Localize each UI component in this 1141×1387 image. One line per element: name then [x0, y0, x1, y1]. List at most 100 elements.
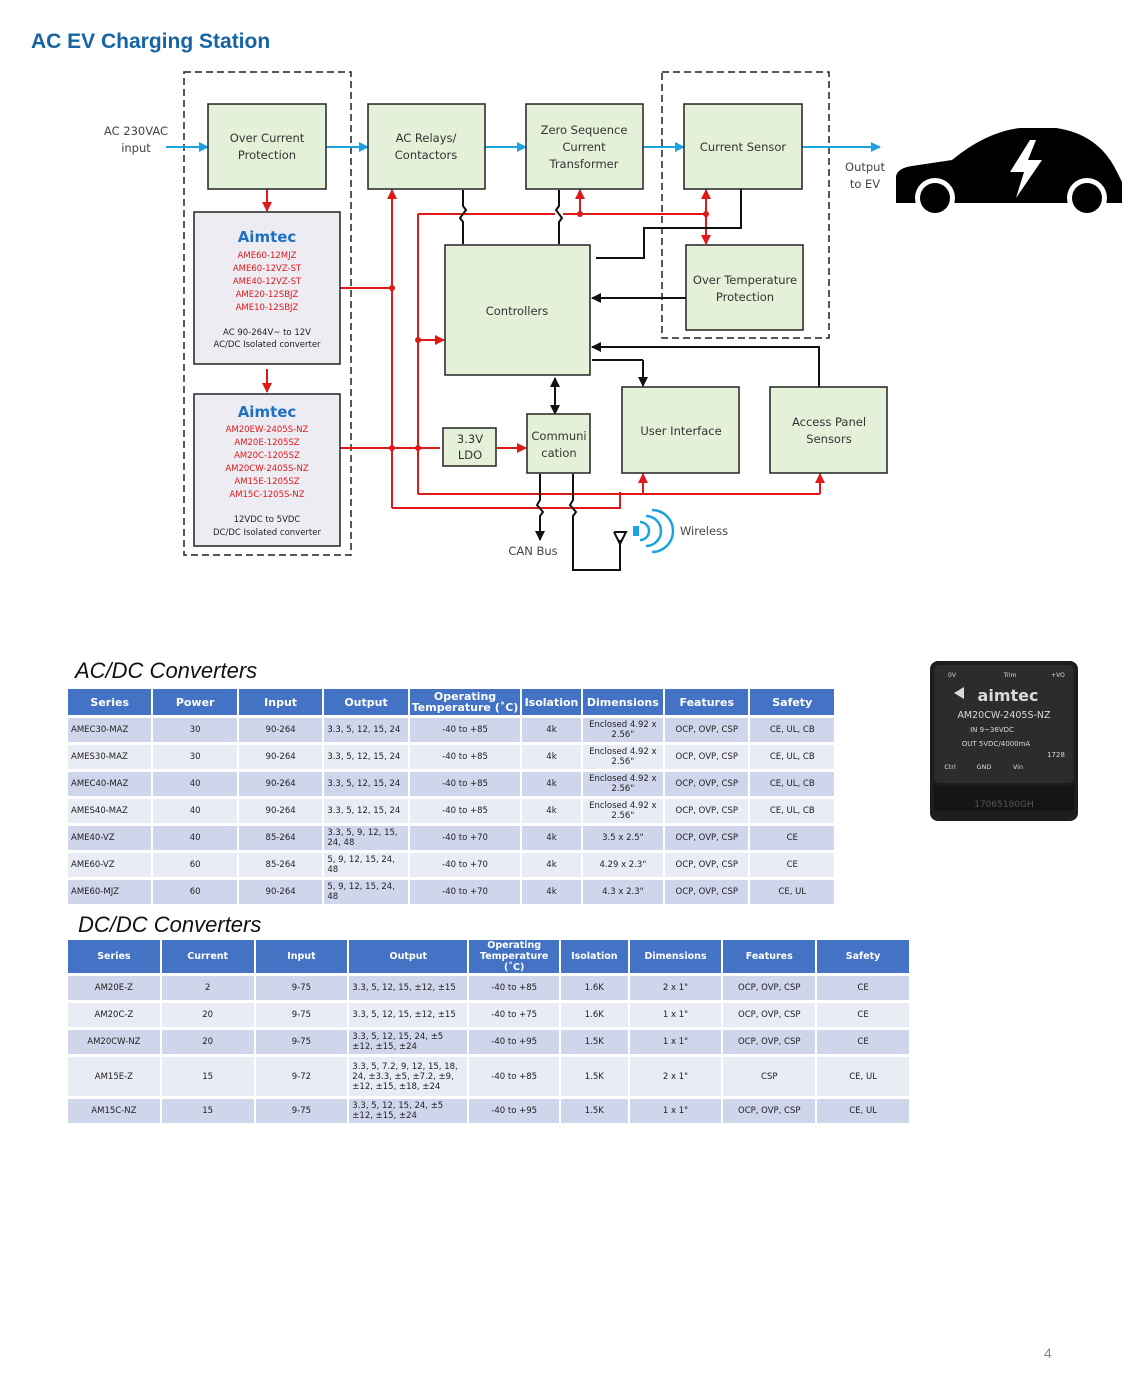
- svg-text:17065180GH: 17065180GH: [974, 800, 1034, 810]
- svg-text:AC 90-264V~ to 12V: AC 90-264V~ to 12V: [223, 328, 311, 338]
- svg-text:to EV: to EV: [850, 177, 880, 191]
- table-cell: 1.5K: [561, 1057, 628, 1096]
- table-cell: 3.3, 5, 12, 15, 24, ±5 ±12, ±15, ±24: [349, 1099, 468, 1123]
- svg-text:3.3V: 3.3V: [457, 432, 483, 446]
- svg-text:+VO: +VO: [1051, 672, 1065, 679]
- table-cell: -40 to +85: [469, 1057, 560, 1096]
- acdc-section-title: AC/DC Converters: [75, 658, 258, 683]
- block-over-temperature: Over Temperature Protection: [685, 244, 804, 331]
- table-cell: Enclosed 4.92 x 2.56": [582, 745, 664, 769]
- table-cell: 3.3, 5, 12, 15, 24: [324, 718, 408, 742]
- table-cell: 3.3, 5, 12, 15, 24: [324, 772, 408, 796]
- table-cell: 40: [153, 799, 237, 823]
- table-cell: 3.3, 5, 12, 15, 24: [324, 745, 408, 769]
- svg-text:AME60-12VZ-ST: AME60-12VZ-ST: [233, 264, 302, 274]
- table-cell: OCP, OVP, CSP: [723, 1099, 816, 1123]
- table-cell: AM20E-Z: [68, 976, 160, 1000]
- table-cell: CE, UL: [750, 880, 834, 904]
- table-cell: CE, UL: [817, 1057, 909, 1096]
- svg-text:0V: 0V: [948, 672, 957, 679]
- svg-text:Current Sensor: Current Sensor: [700, 140, 787, 154]
- table-cell: OCP, OVP, CSP: [665, 799, 749, 823]
- block-over-current: Over Current Protection: [207, 103, 327, 190]
- svg-text:IN 9~36VDC: IN 9~36VDC: [970, 726, 1014, 734]
- table-cell: -40 to +75: [469, 1003, 560, 1027]
- column-header: Output: [324, 689, 408, 715]
- svg-text:AM20C-1205SZ: AM20C-1205SZ: [234, 451, 300, 461]
- table-cell: 1.5K: [561, 1030, 628, 1054]
- svg-text:Controllers: Controllers: [486, 304, 549, 318]
- svg-text:Aimtec: Aimtec: [238, 403, 297, 421]
- svg-text:AC Relays/: AC Relays/: [396, 131, 457, 145]
- table-cell: 60: [153, 880, 237, 904]
- table-cell: 4k: [522, 826, 581, 850]
- svg-text:Aimtec: Aimtec: [238, 228, 297, 246]
- table-cell: 3.3, 5, 12, 15, ±12, ±15: [349, 976, 468, 1000]
- svg-text:AM20CW-2405S-NZ: AM20CW-2405S-NZ: [225, 464, 308, 474]
- svg-text:AM20E-1205SZ: AM20E-1205SZ: [234, 438, 299, 448]
- table-cell: OCP, OVP, CSP: [665, 826, 749, 850]
- table-cell: -40 to +95: [469, 1030, 560, 1054]
- block-zero-sequence: Zero Sequence Current Transformer: [525, 103, 644, 190]
- block-communication: Communi cation: [526, 413, 591, 474]
- column-header: Features: [723, 940, 816, 973]
- table-cell: OCP, OVP, CSP: [665, 880, 749, 904]
- label-wireless: Wireless: [680, 524, 728, 538]
- svg-text:cation: cation: [541, 446, 576, 460]
- table-cell: -40 to +85: [409, 772, 521, 796]
- table-cell: 9-72: [255, 1057, 348, 1096]
- block-ac-relays: AC Relays/ Contactors: [367, 103, 486, 190]
- svg-text:Over Current: Over Current: [230, 131, 305, 145]
- svg-text:AME20-12SBJZ: AME20-12SBJZ: [236, 290, 299, 300]
- dcdc-table: Series Current Input Output Operating Te…: [66, 937, 911, 1126]
- table-cell: 40: [153, 826, 237, 850]
- table-cell: 60: [153, 853, 237, 877]
- svg-text:AM20CW-2405S-NZ: AM20CW-2405S-NZ: [957, 710, 1051, 721]
- table-cell: -40 to +85: [409, 745, 521, 769]
- table-cell: 15: [161, 1099, 254, 1123]
- svg-text:Ctrl: Ctrl: [944, 763, 956, 771]
- column-header: Series: [68, 940, 160, 973]
- svg-text:Trim: Trim: [1003, 672, 1017, 679]
- table-cell: 20: [161, 1003, 254, 1027]
- page-title: AC EV Charging Station: [31, 30, 271, 53]
- table-cell: 2 x 1": [629, 1057, 722, 1096]
- table-cell: 9-75: [255, 1003, 348, 1027]
- table-cell: AMEC40-MAZ: [68, 772, 152, 796]
- block-current-sensor: Current Sensor: [683, 103, 803, 190]
- table-cell: Enclosed 4.92 x 2.56": [582, 772, 664, 796]
- table-cell: 4k: [522, 799, 581, 823]
- table-cell: -40 to +85: [469, 976, 560, 1000]
- wireless-icon: [639, 508, 675, 554]
- table-cell: CE: [750, 826, 834, 850]
- brand-logo: aimtec: [978, 686, 1039, 705]
- table-cell: AMES30-MAZ: [68, 745, 152, 769]
- electric-car-icon: [896, 128, 1122, 218]
- table-cell: CSP: [723, 1057, 816, 1096]
- column-header: Safety: [817, 940, 909, 973]
- table-cell: CE: [817, 976, 909, 1000]
- svg-text:AME60-12MJZ: AME60-12MJZ: [238, 251, 297, 261]
- table-cell: -40 to +70: [409, 880, 521, 904]
- table-cell: 1 x 1": [629, 1030, 722, 1054]
- table-cell: 5, 9, 12, 15, 24, 48: [324, 880, 408, 904]
- svg-text:Protection: Protection: [716, 290, 774, 304]
- column-header: Safety: [750, 689, 834, 715]
- table-cell: 1.5K: [561, 1099, 628, 1123]
- svg-text:LDO: LDO: [458, 448, 482, 462]
- table-cell: CE, UL, CB: [750, 718, 834, 742]
- table-cell: CE: [817, 1003, 909, 1027]
- column-header: Series: [68, 689, 152, 715]
- svg-text:Current: Current: [562, 140, 606, 154]
- column-header: Isolation: [522, 689, 581, 715]
- svg-text:Protection: Protection: [238, 148, 296, 162]
- column-header: Power: [153, 689, 237, 715]
- table-cell: -40 to +70: [409, 853, 521, 877]
- table-cell: 3.3, 5, 12, 15, ±12, ±15: [349, 1003, 468, 1027]
- table-header-row: Series Current Input Output Operating Te…: [68, 940, 909, 973]
- column-header: Dimensions: [582, 689, 664, 715]
- table-cell: OCP, OVP, CSP: [665, 853, 749, 877]
- acdc-table: Series Power Input Output Operating Temp…: [66, 686, 836, 907]
